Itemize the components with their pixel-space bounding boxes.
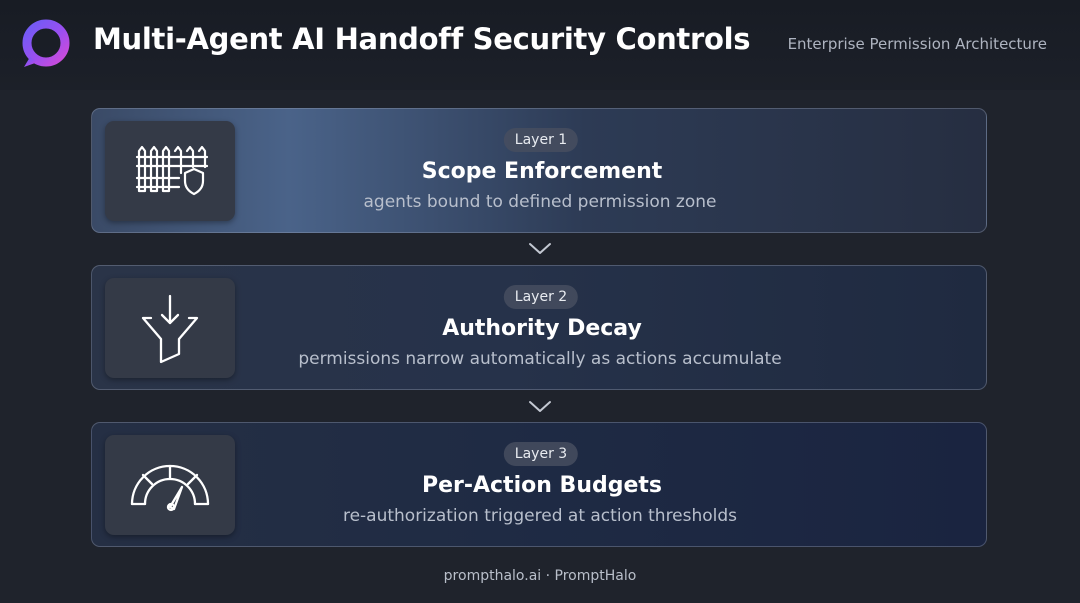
ring-logo-icon [22,19,70,67]
layer-title: Scope Enforcement [421,159,663,184]
layer-description: permissions narrow automatically as acti… [298,349,782,369]
page-subtitle: Enterprise Permission Architecture [787,35,1047,53]
gauge-icon [130,464,210,512]
funnel-arrow-icon [141,294,199,364]
layer-icon-tile [105,121,235,221]
layer-icon-tile [105,278,235,378]
layer-card-3: Layer 3 Per-Action Budgets re-authorizat… [91,422,987,547]
layer-title: Per-Action Budgets [421,473,663,498]
chevron-down-icon [529,401,551,412]
layer-badge: Layer 2 [503,285,579,309]
layer-badge: Layer 3 [503,442,579,466]
layer-icon-tile [105,435,235,535]
fence-shield-icon [135,145,209,196]
layer-card-1: Layer 1 Scope Enforcement agents bound t… [91,108,987,233]
layer-description: re-authorization triggered at action thr… [342,506,738,526]
footer-credit: prompthalo.ai · PromptHalo [443,568,637,584]
header-bar: Multi-Agent AI Handoff Security Controls… [0,0,1080,90]
layer-card-2: Layer 2 Authority Decay permissions narr… [91,265,987,390]
page-title: Multi-Agent AI Handoff Security Controls [93,22,751,56]
chevron-down-icon [529,243,551,254]
layer-badge: Layer 1 [503,128,579,152]
layer-title: Authority Decay [442,316,642,341]
layer-description: agents bound to defined permission zone [363,192,717,212]
